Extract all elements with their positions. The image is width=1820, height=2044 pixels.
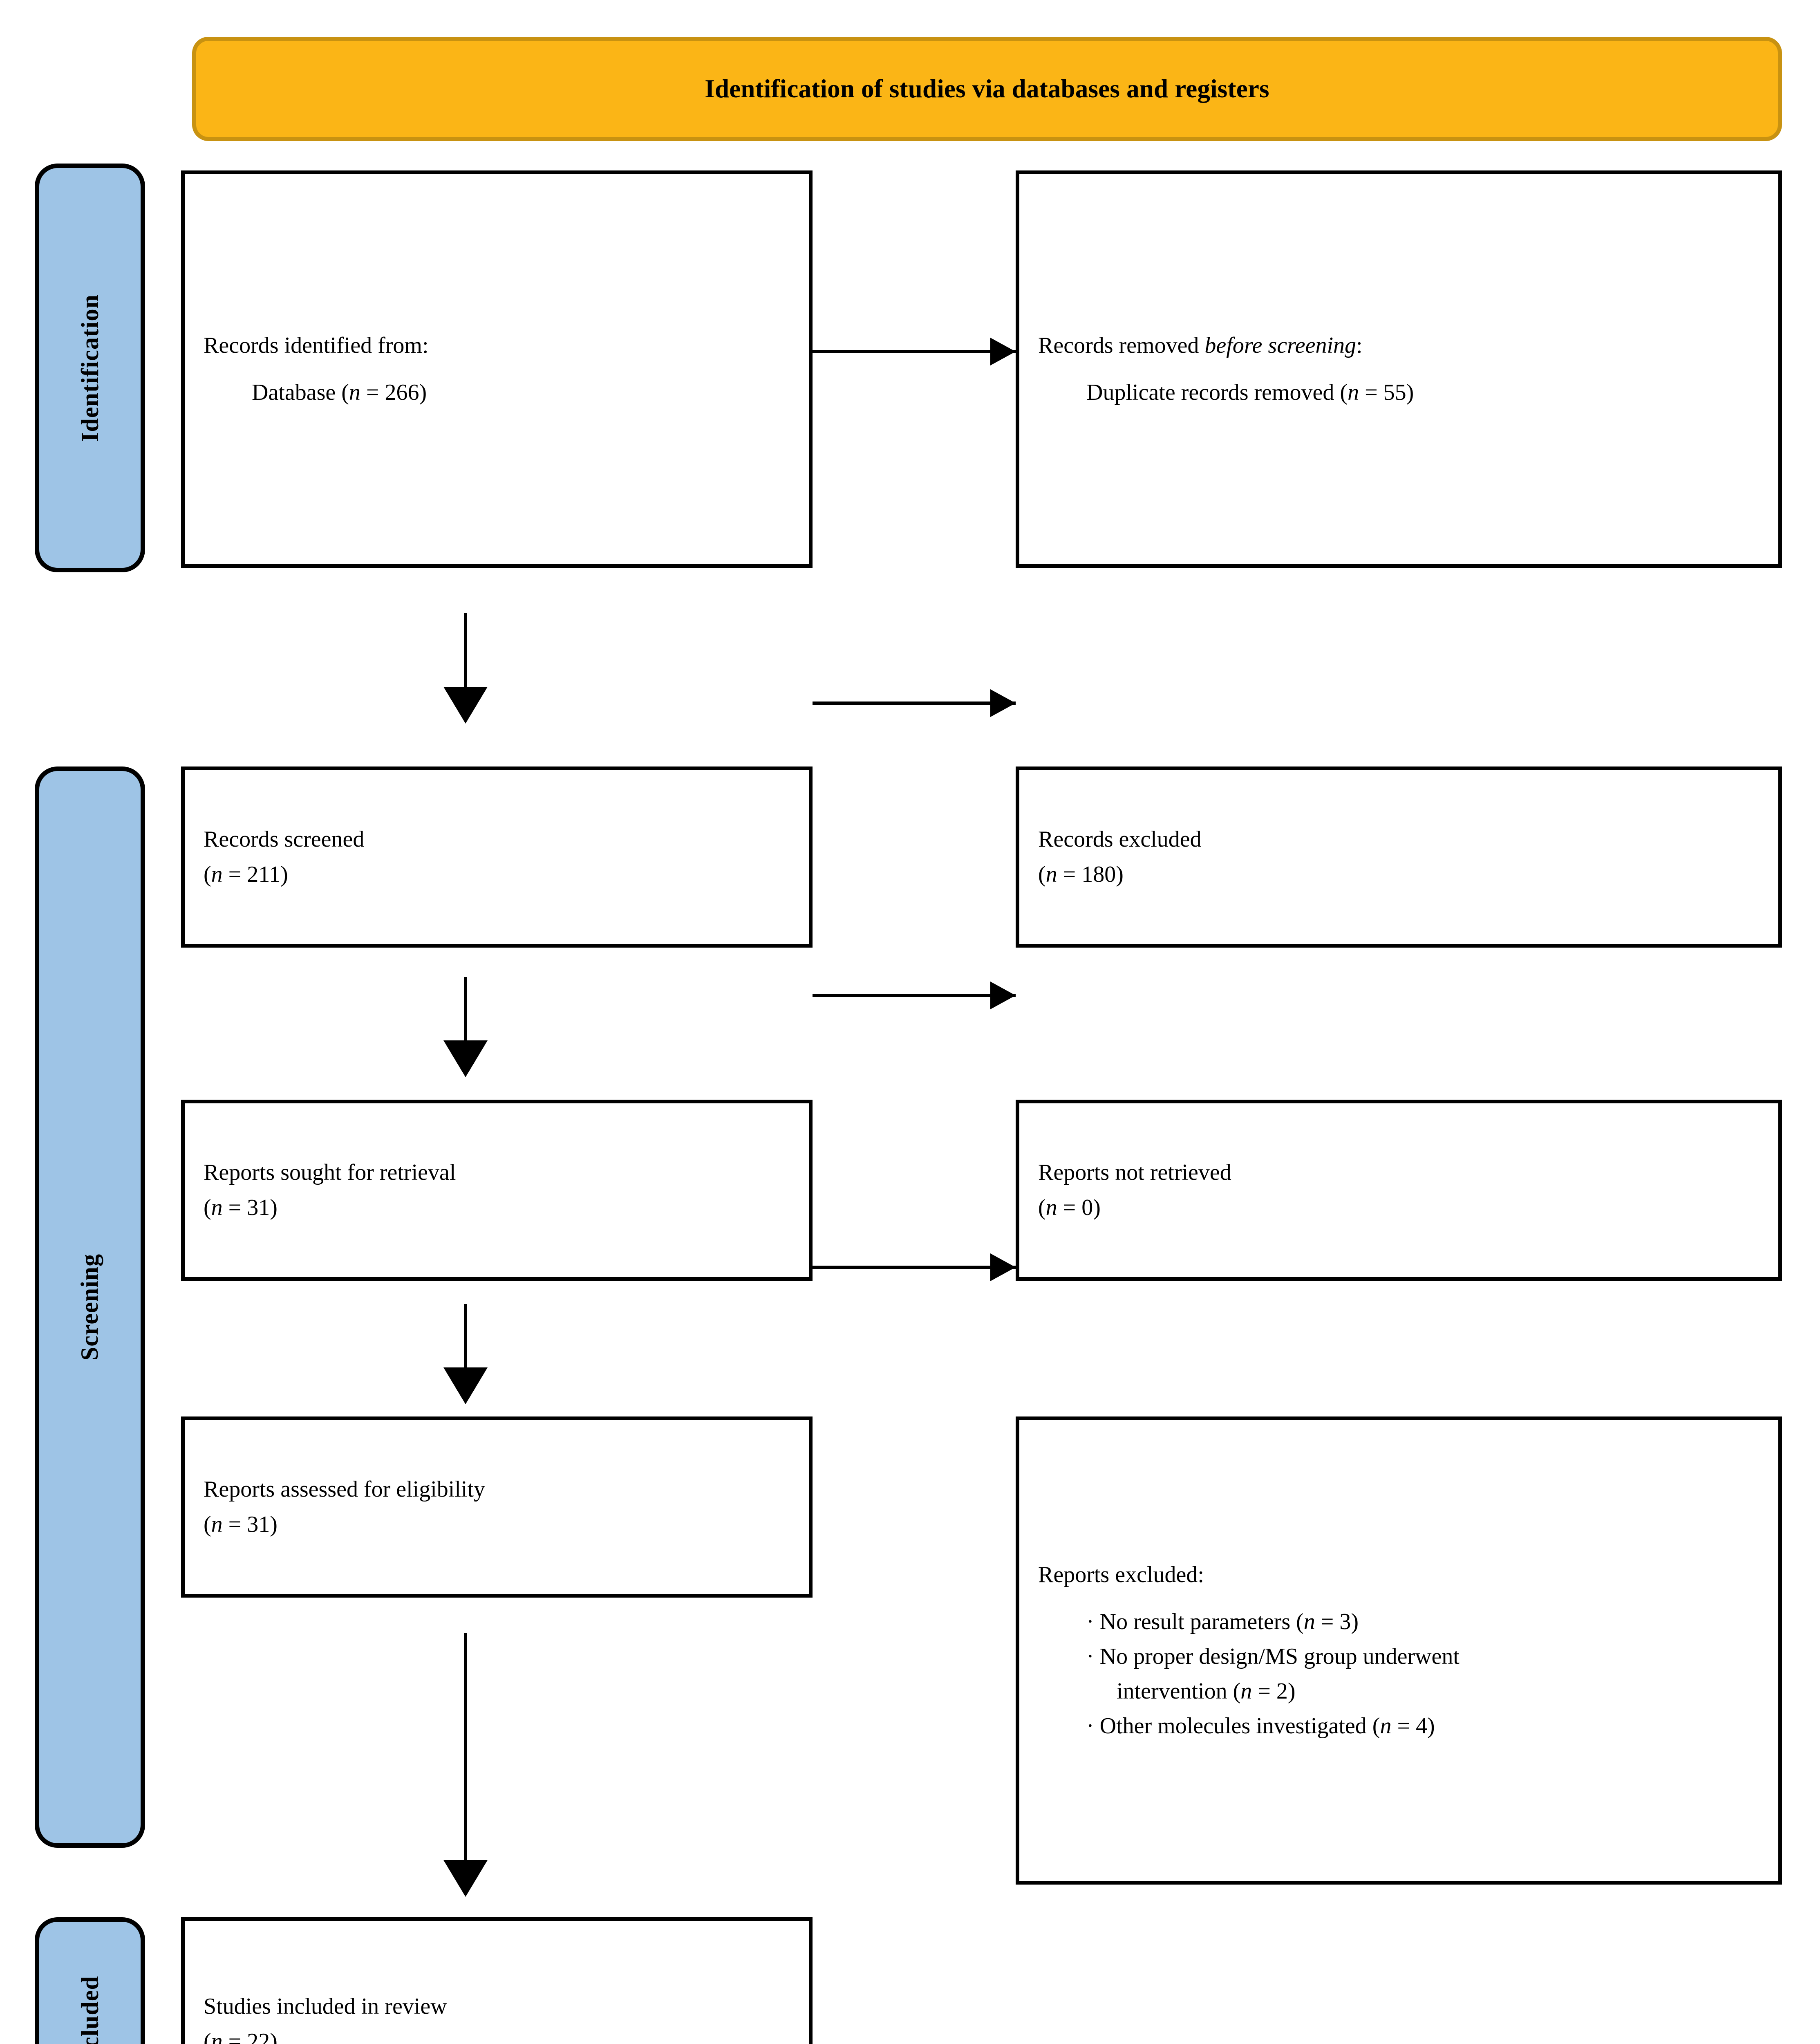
box-reports-sought-for-retrieval: Reports sought for retrieval (n = 31) xyxy=(181,1100,813,1281)
arrow-sought-to-assessed-icon xyxy=(443,1304,488,1404)
records-excluded-heading: Records excluded xyxy=(1038,827,1202,852)
stage-label-included: Included xyxy=(76,1975,103,2044)
diagram-header-banner: Identification of studies via databases … xyxy=(192,37,1782,141)
reports-assessed-heading: Reports assessed for eligibility xyxy=(204,1477,486,1502)
arrow-screened-to-sought-icon xyxy=(443,977,488,1077)
arrow-shaft xyxy=(813,994,1016,997)
stage-label-identification: Identification xyxy=(76,294,103,442)
reports-excluded-item-3: · Other molecules investigated (n = 4) xyxy=(1086,1713,1435,1739)
arrow-screened-to-records-excluded-icon xyxy=(813,687,1016,719)
arrow-sought-to-not-retrieved-icon xyxy=(813,979,1016,1012)
box-records-removed-before-screening: Records removed before screening: Duplic… xyxy=(1016,170,1782,568)
arrow-head xyxy=(990,338,1016,365)
arrow-assessed-to-reports-excluded-icon xyxy=(813,1251,1016,1284)
stage-label-screening: Screening xyxy=(76,1253,103,1361)
banner-title: Identification of studies via databases … xyxy=(705,74,1269,103)
box-records-screened: Records screened (n = 211) xyxy=(181,766,813,948)
duplicate-records-removed: Duplicate records removed (n = 55) xyxy=(1086,380,1414,405)
box-reports-not-retrieved: Reports not retrieved (n = 0) xyxy=(1016,1100,1782,1281)
arrow-head xyxy=(443,687,488,724)
arrow-shaft xyxy=(464,1633,467,1865)
records-removed-heading: Records removed before screening: xyxy=(1038,332,1363,358)
arrow-head xyxy=(990,689,1016,717)
reports-not-retrieved-heading: Reports not retrieved xyxy=(1038,1160,1231,1186)
records-identified-database: Database (n = 266) xyxy=(252,380,427,405)
reports-not-retrieved-count: (n = 0) xyxy=(1038,1195,1101,1220)
arrow-head xyxy=(443,1040,488,1077)
reports-excluded-heading: Reports excluded: xyxy=(1038,1562,1204,1587)
arrow-shaft xyxy=(813,702,1016,705)
arrow-shaft xyxy=(464,977,467,1045)
arrow-head xyxy=(990,982,1016,1009)
arrow-head xyxy=(443,1367,488,1404)
records-screened-count: (n = 211) xyxy=(204,861,288,887)
arrow-shaft xyxy=(813,350,1016,353)
stage-sidebar-screening: Screening xyxy=(35,766,145,1848)
reports-sought-count: (n = 31) xyxy=(204,1195,278,1220)
arrow-shaft xyxy=(464,613,467,692)
reports-sought-heading: Reports sought for retrieval xyxy=(204,1160,456,1186)
stage-sidebar-identification: Identification xyxy=(35,164,145,572)
reports-assessed-count: (n = 31) xyxy=(204,1511,278,1537)
box-studies-included-in-review: Studies included in review (n = 22) xyxy=(181,1917,813,2044)
box-reports-assessed-for-eligibility: Reports assessed for eligibility (n = 31… xyxy=(181,1416,813,1598)
stage-sidebar-included: Included xyxy=(35,1917,145,2044)
arrow-head xyxy=(990,1253,1016,1281)
arrow-shaft xyxy=(464,1304,467,1372)
arrow-head xyxy=(443,1860,488,1897)
box-records-excluded: Records excluded (n = 180) xyxy=(1016,766,1782,948)
reports-excluded-item-2-continued: intervention (n = 2) xyxy=(1117,1679,1296,1704)
box-records-identified: Records identified from: Database (n = 2… xyxy=(181,170,813,568)
arrow-assessed-to-included-icon xyxy=(443,1633,488,1897)
arrow-identified-to-screened-icon xyxy=(443,613,488,724)
reports-excluded-item-1: · No result parameters (n = 3) xyxy=(1086,1609,1359,1634)
studies-included-count: (n = 22) xyxy=(204,2028,278,2044)
studies-included-heading: Studies included in review xyxy=(204,1994,447,2019)
reports-excluded-item-2: · No proper design/MS group underwent xyxy=(1086,1643,1460,1669)
arrow-identified-to-removed-icon xyxy=(813,335,1016,368)
records-screened-heading: Records screened xyxy=(204,827,365,852)
arrow-shaft xyxy=(813,1266,1016,1269)
box-reports-excluded: Reports excluded: · No result parameters… xyxy=(1016,1416,1782,1885)
records-excluded-count: (n = 180) xyxy=(1038,861,1124,887)
records-identified-heading: Records identified from: xyxy=(204,332,429,358)
